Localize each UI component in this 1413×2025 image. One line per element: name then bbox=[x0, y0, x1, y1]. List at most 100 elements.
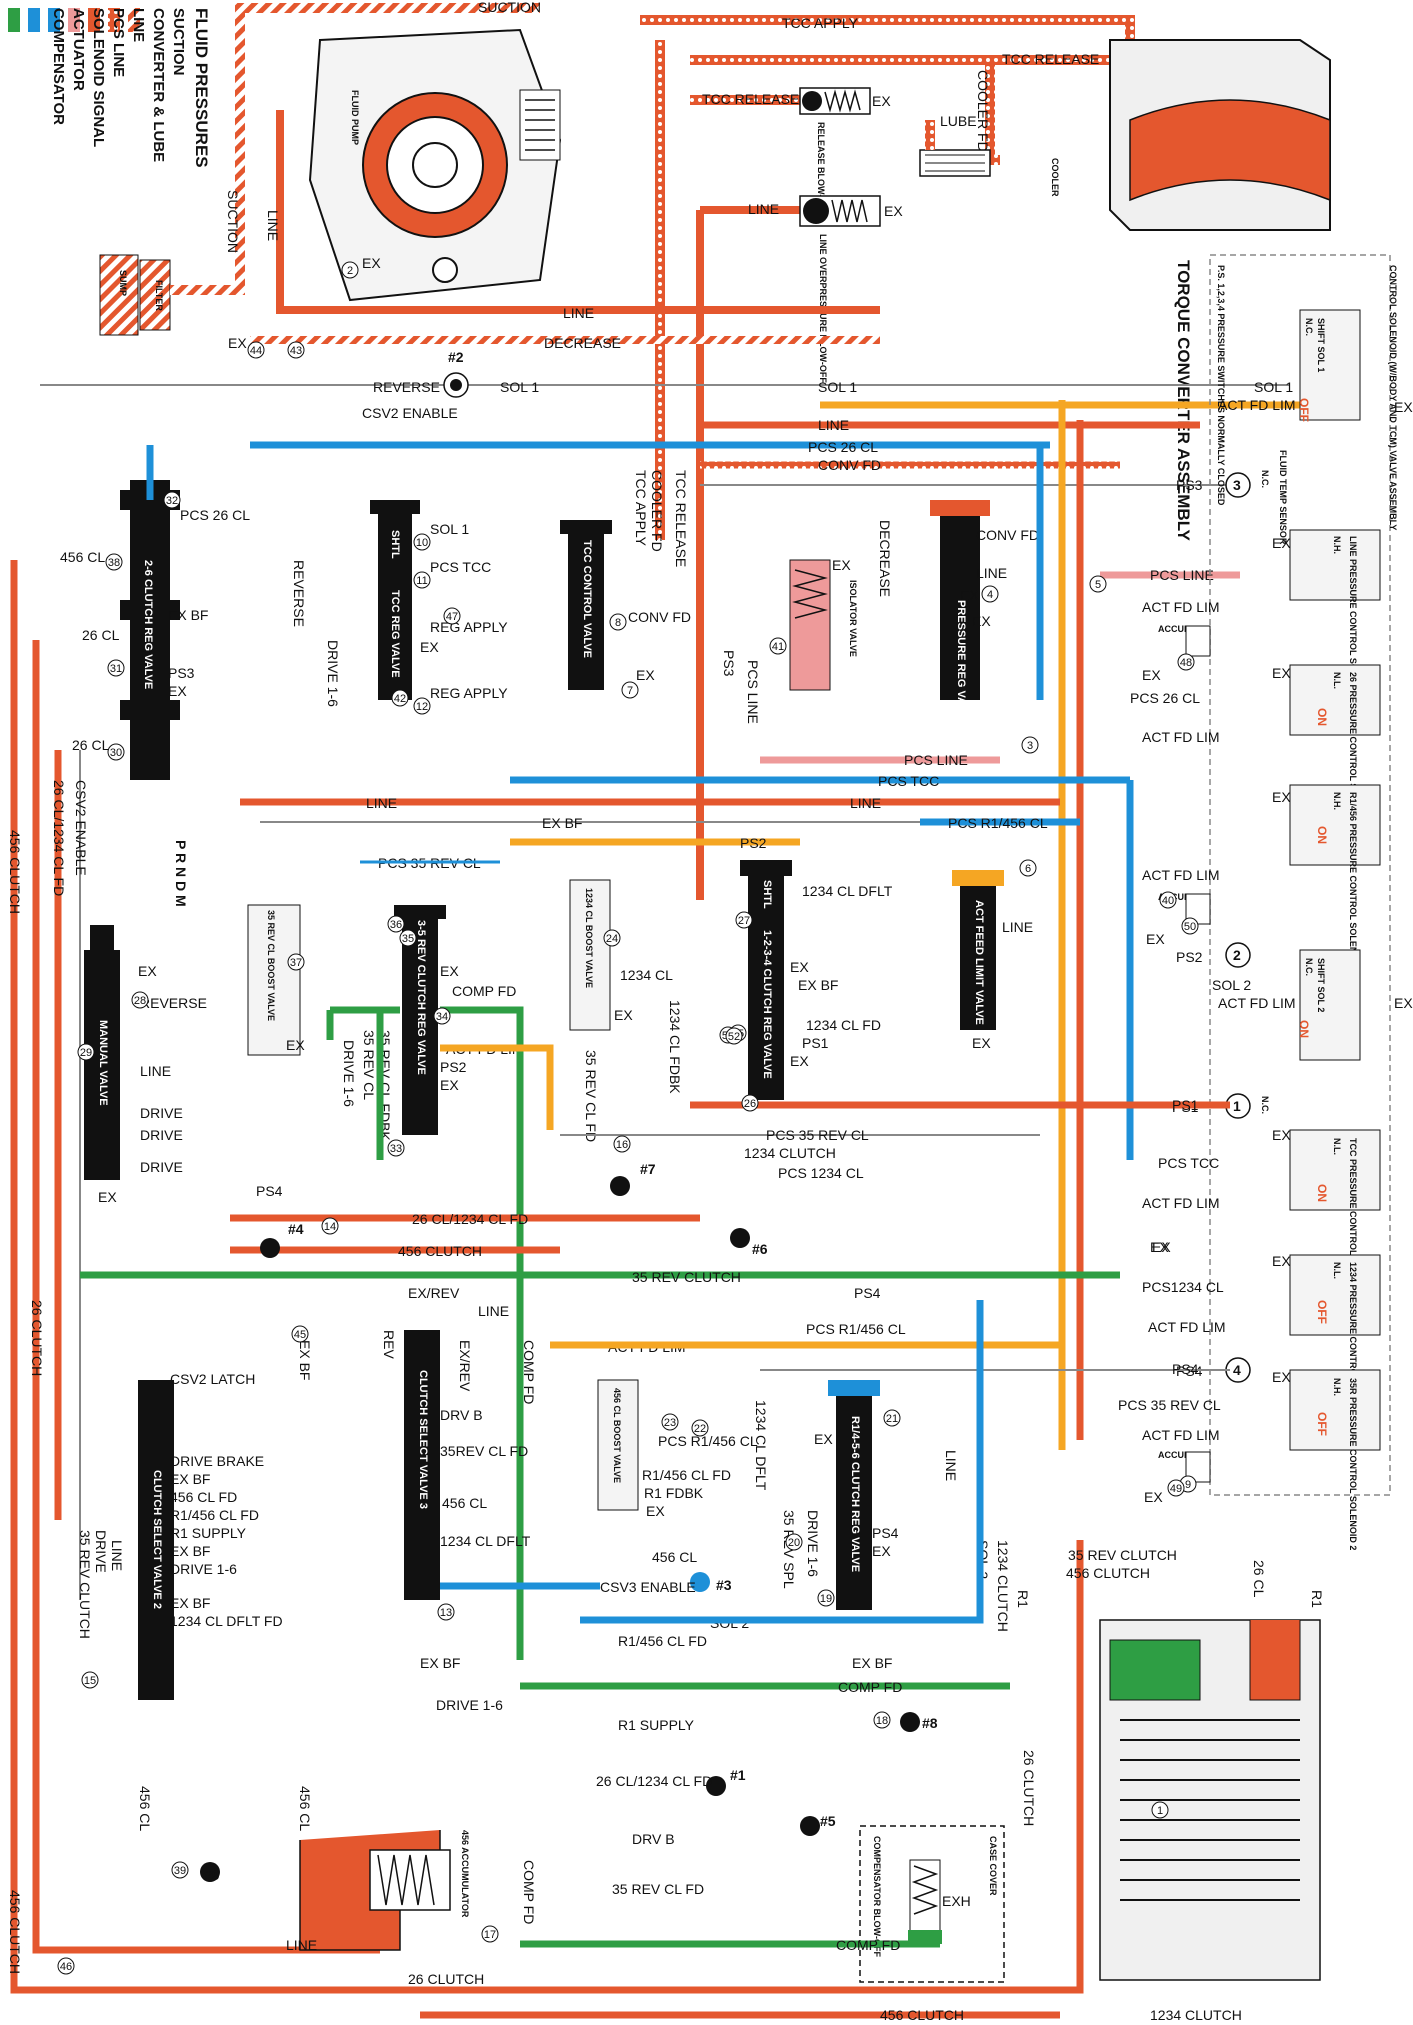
pcs-line-vert-label: PCS LINE bbox=[745, 660, 761, 724]
shift1-state: OFF bbox=[1297, 398, 1311, 422]
svg-text:36: 36 bbox=[390, 919, 402, 931]
svg-text:EX: EX bbox=[872, 1543, 891, 1559]
passage-number: 19 bbox=[817, 1589, 835, 1607]
r1-fdbk-label: R1 FDBK bbox=[644, 1485, 704, 1501]
svg-text:EX: EX bbox=[814, 1431, 833, 1447]
svg-text:1234 PRESSURE CONTROL SOLENOID: 1234 PRESSURE CONTROL SOLENOID 5 bbox=[1348, 1262, 1358, 1438]
csv2-enable-left-label: CSV2 ENABLE bbox=[73, 780, 89, 876]
svg-text:30: 30 bbox=[110, 747, 122, 759]
checkball-9: #9 bbox=[204, 1867, 220, 1883]
svg-text:47: 47 bbox=[446, 611, 458, 623]
solenoid-pcs1234: 1234 PRESSURE CONTROL SOLENOID 5 N.L. OF… bbox=[1272, 1253, 1381, 1438]
svg-text:EX: EX bbox=[440, 1077, 459, 1093]
svg-text:EX: EX bbox=[1272, 1127, 1291, 1143]
reverse-left-label: REVERSE bbox=[291, 560, 307, 627]
svg-text:N.C.: N.C. bbox=[1304, 958, 1314, 976]
passage-number: 49 bbox=[1167, 1479, 1185, 1497]
svg-text:52: 52 bbox=[728, 1031, 740, 1043]
fluid-pump: FLUID PUMP LINE EX bbox=[265, 28, 620, 314]
release-blowoff-ex: EX bbox=[872, 93, 891, 109]
ps3-top-label: PS3 bbox=[1176, 477, 1203, 493]
ex-tcc-ctrl-label: EX bbox=[636, 667, 655, 683]
svg-text:EX: EX bbox=[440, 963, 459, 979]
comp-fd-35-label: COMP FD bbox=[452, 983, 516, 999]
manual-valve-label: MANUAL VALVE bbox=[97, 1020, 109, 1106]
line-425-label: LINE bbox=[818, 417, 849, 433]
svg-text:13: 13 bbox=[440, 1607, 452, 1619]
svg-text:EX: EX bbox=[138, 963, 157, 979]
lube-label: LUBE bbox=[940, 113, 977, 129]
legend-title: FLUID PRESSURES bbox=[192, 8, 211, 168]
passage-number: 33 bbox=[387, 1139, 405, 1157]
svg-text:OFF: OFF bbox=[1315, 1412, 1329, 1436]
passage-number: 21 bbox=[883, 1409, 901, 1427]
cl26-26-label: 26 CL bbox=[82, 627, 120, 643]
rev35-fd-vert-label: 35 REV CL FD bbox=[583, 1050, 599, 1142]
svg-text:17: 17 bbox=[484, 1929, 496, 1941]
manual-positions: P R N D M bbox=[173, 840, 189, 907]
solenoid-tcc: TCC PRESSURE CONTROL SOLENOID N.L. ON EX bbox=[1272, 1127, 1381, 1305]
checkball-2: #2 bbox=[448, 349, 464, 365]
accum-1-label: ACCUM bbox=[1158, 624, 1192, 634]
svg-text:18: 18 bbox=[876, 1715, 888, 1727]
svg-text:41: 41 bbox=[772, 641, 784, 653]
passage-number: 23 bbox=[661, 1413, 679, 1431]
svg-text:EX BF: EX BF bbox=[170, 1543, 210, 1559]
checkball-7: #7 bbox=[640, 1161, 656, 1177]
svg-text:EX: EX bbox=[1272, 789, 1291, 805]
ex-26-label: EX bbox=[168, 683, 187, 699]
svg-text:ON: ON bbox=[1315, 708, 1329, 726]
r1456-cl-fd-lower: R1/456 CL FD bbox=[618, 1633, 707, 1649]
svg-text:35R PRESSURE CONTROL SOLENOID: 35R PRESSURE CONTROL SOLENOID 2 bbox=[1348, 1378, 1358, 1550]
valve-26-clutch-reg: 2-6 CLUTCH REG VALVE PCS 26 CL 456 CL EX… bbox=[60, 445, 250, 780]
svg-text:N.H.: N.H. bbox=[1332, 792, 1342, 810]
passage-number: 43 bbox=[287, 341, 305, 359]
passage-number: 16 bbox=[613, 1135, 631, 1153]
svg-text:40: 40 bbox=[1162, 895, 1174, 907]
compensator-blowoff-label: COMPENSATOR BLOW-OFF bbox=[872, 1836, 882, 1957]
solenoid-column: CONTROL SOLENOID (W/BODY AND TCM) VALVE … bbox=[1118, 254, 1413, 1550]
cl1234-boost-label: 1234 CL BOOST VALVE bbox=[584, 888, 594, 988]
drive-manual-1: DRIVE bbox=[140, 1105, 183, 1121]
reverse-top-label: REVERSE bbox=[373, 379, 440, 395]
cl456-fd-label: 456 CL FD bbox=[170, 1489, 237, 1505]
svg-text:22: 22 bbox=[694, 1423, 706, 1435]
svg-text:TCC PRESSURE CONTROL SOLENOID: TCC PRESSURE CONTROL SOLENOID bbox=[1348, 1138, 1358, 1305]
legend-swatch-actuator-alt bbox=[28, 8, 40, 32]
ex-bf-vert: EX BF bbox=[297, 1340, 313, 1380]
valve-manual: MANUAL VALVE P R N D M EX REVERSE LINE D… bbox=[84, 840, 207, 1205]
ex-rev-mid: EX/REV bbox=[408, 1285, 460, 1301]
checkball-4: #4 bbox=[288, 1221, 304, 1237]
clutch1234-mid: 1234 CLUTCH bbox=[744, 1145, 836, 1161]
passage-number: 8 bbox=[609, 613, 627, 631]
legend-compensator: COMPENSATOR bbox=[50, 8, 67, 125]
rev35-boost-label: 35 REV CL BOOST VALVE bbox=[266, 910, 276, 1021]
svg-text:N.H.: N.H. bbox=[1332, 536, 1342, 554]
passage-number: 7 bbox=[621, 681, 639, 699]
suction-top-label: SUCTION bbox=[478, 0, 541, 15]
svg-text:EX: EX bbox=[790, 959, 809, 975]
pcs-line-bottom-label: PCS LINE bbox=[904, 752, 968, 768]
ex-pr-1-label: EX bbox=[960, 587, 979, 603]
exh-label: EXH bbox=[942, 1893, 971, 1909]
legend-solenoid-signal: SOLENOID SIGNAL bbox=[90, 8, 107, 147]
pcs26-cl-right: PCS 26 CL bbox=[1130, 690, 1200, 706]
accum-3-label: ACCUM bbox=[1158, 1450, 1192, 1460]
cl1234-fd-label: 1234 CL FD bbox=[806, 1017, 881, 1033]
pcs-tcc-mid-label: PCS TCC bbox=[878, 773, 939, 789]
svg-text:34: 34 bbox=[436, 1011, 448, 1023]
fluid-temp-label: FLUID TEMP SENSOR bbox=[1278, 450, 1288, 545]
svg-text:EX: EX bbox=[1394, 995, 1413, 1011]
lower-passages: PS1 PCS 35 REV CL 1234 CLUTCH PCS 1234 C… bbox=[80, 1097, 1230, 1392]
svg-text:35: 35 bbox=[402, 933, 414, 945]
drive16-tcc-label: DRIVE 1-6 bbox=[325, 640, 341, 707]
filter-label: FILTER bbox=[154, 280, 164, 311]
svg-text:N.C.: N.C. bbox=[1304, 318, 1314, 336]
cl1234-reg-label: 1-2-3-4 CLUTCH REG VALVE bbox=[761, 930, 773, 1079]
pcs-r1456-lower: PCS R1/456 CL bbox=[806, 1321, 906, 1337]
passage-number: 37 bbox=[287, 953, 305, 971]
cl26-1234-fd-lower: 26 CL/1234 CL FD bbox=[596, 1773, 712, 1789]
svg-text:10: 10 bbox=[416, 537, 428, 549]
svg-text:SHIFT SOL 2: SHIFT SOL 2 bbox=[1316, 958, 1326, 1012]
converter-circuit: TCC APPLY TCC RELEASE TCC RELEASE EX REL… bbox=[640, 15, 1331, 900]
